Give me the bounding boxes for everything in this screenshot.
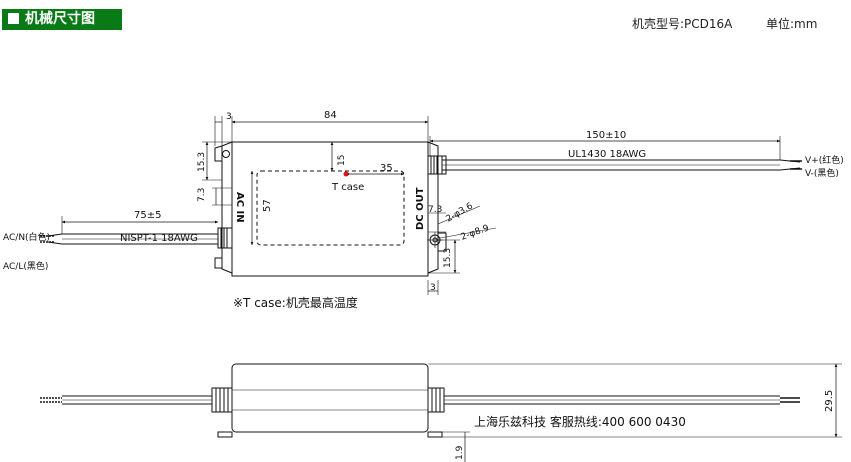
ul-cable-label: UL1430 18AWG	[568, 149, 646, 160]
dim-75: 75±5	[134, 210, 161, 221]
ac-l-label: AC/L(黑色)	[3, 260, 48, 272]
ac-grommet	[217, 227, 233, 249]
header-title: 机械尺寸图	[25, 11, 95, 27]
tcase-note: ※T case:机壳最高温度	[233, 295, 358, 310]
dim-15-3-right: 15.3	[443, 248, 453, 268]
header-badge: 机械尺寸图	[2, 9, 122, 30]
nispt-cable-label: NISPT-1 18AWG	[120, 233, 198, 244]
case-body	[231, 141, 429, 277]
side-case-body	[231, 363, 429, 433]
contact-hotline: 上海乐兹科技 客服热线:400 600 0430	[474, 414, 686, 429]
hole-3-6-label: 2-φ3.6	[445, 201, 476, 224]
square-icon	[8, 13, 19, 24]
tcase-label: T case	[331, 182, 364, 193]
side-ac-grommet	[211, 387, 233, 413]
v-minus-label: V-(黑色)	[805, 167, 839, 179]
tcase-dot	[343, 171, 349, 177]
dim-15: 15	[337, 155, 347, 166]
top-view	[40, 116, 802, 295]
dim-57: 57	[262, 199, 273, 212]
dc-grommet	[427, 155, 443, 175]
dim-3-top: 3	[226, 112, 232, 122]
dim-29-5: 29.5	[824, 390, 835, 412]
right-flange	[427, 141, 439, 274]
ac-n-label: AC/N(白色)	[3, 231, 50, 243]
dim-150: 150±10	[586, 130, 626, 141]
case-inner-outline	[256, 170, 405, 246]
dim-7-3-right: 7.3	[428, 205, 442, 215]
dim-84: 84	[324, 110, 337, 121]
v-plus-label: V+(红色)	[805, 154, 844, 166]
mount-hole-top-left	[222, 150, 230, 158]
dim-35: 35	[380, 163, 393, 174]
model-label: 机壳型号:PCD16A	[632, 17, 733, 31]
dim-1-9: 1.9	[455, 445, 465, 460]
left-flange	[221, 141, 233, 274]
dim-7-3-left: 7.3	[197, 188, 207, 202]
dim-15-3-left: 15.3	[197, 152, 207, 172]
side-view	[40, 363, 842, 462]
unit-label: 单位:mm	[766, 17, 818, 31]
ac-in-label: AC IN	[234, 192, 245, 223]
dc-out-label: DC OUT	[415, 187, 426, 230]
hole-8-9-label: 2-φ8.9	[460, 223, 491, 242]
dim-3-bottom: 3	[430, 283, 436, 293]
